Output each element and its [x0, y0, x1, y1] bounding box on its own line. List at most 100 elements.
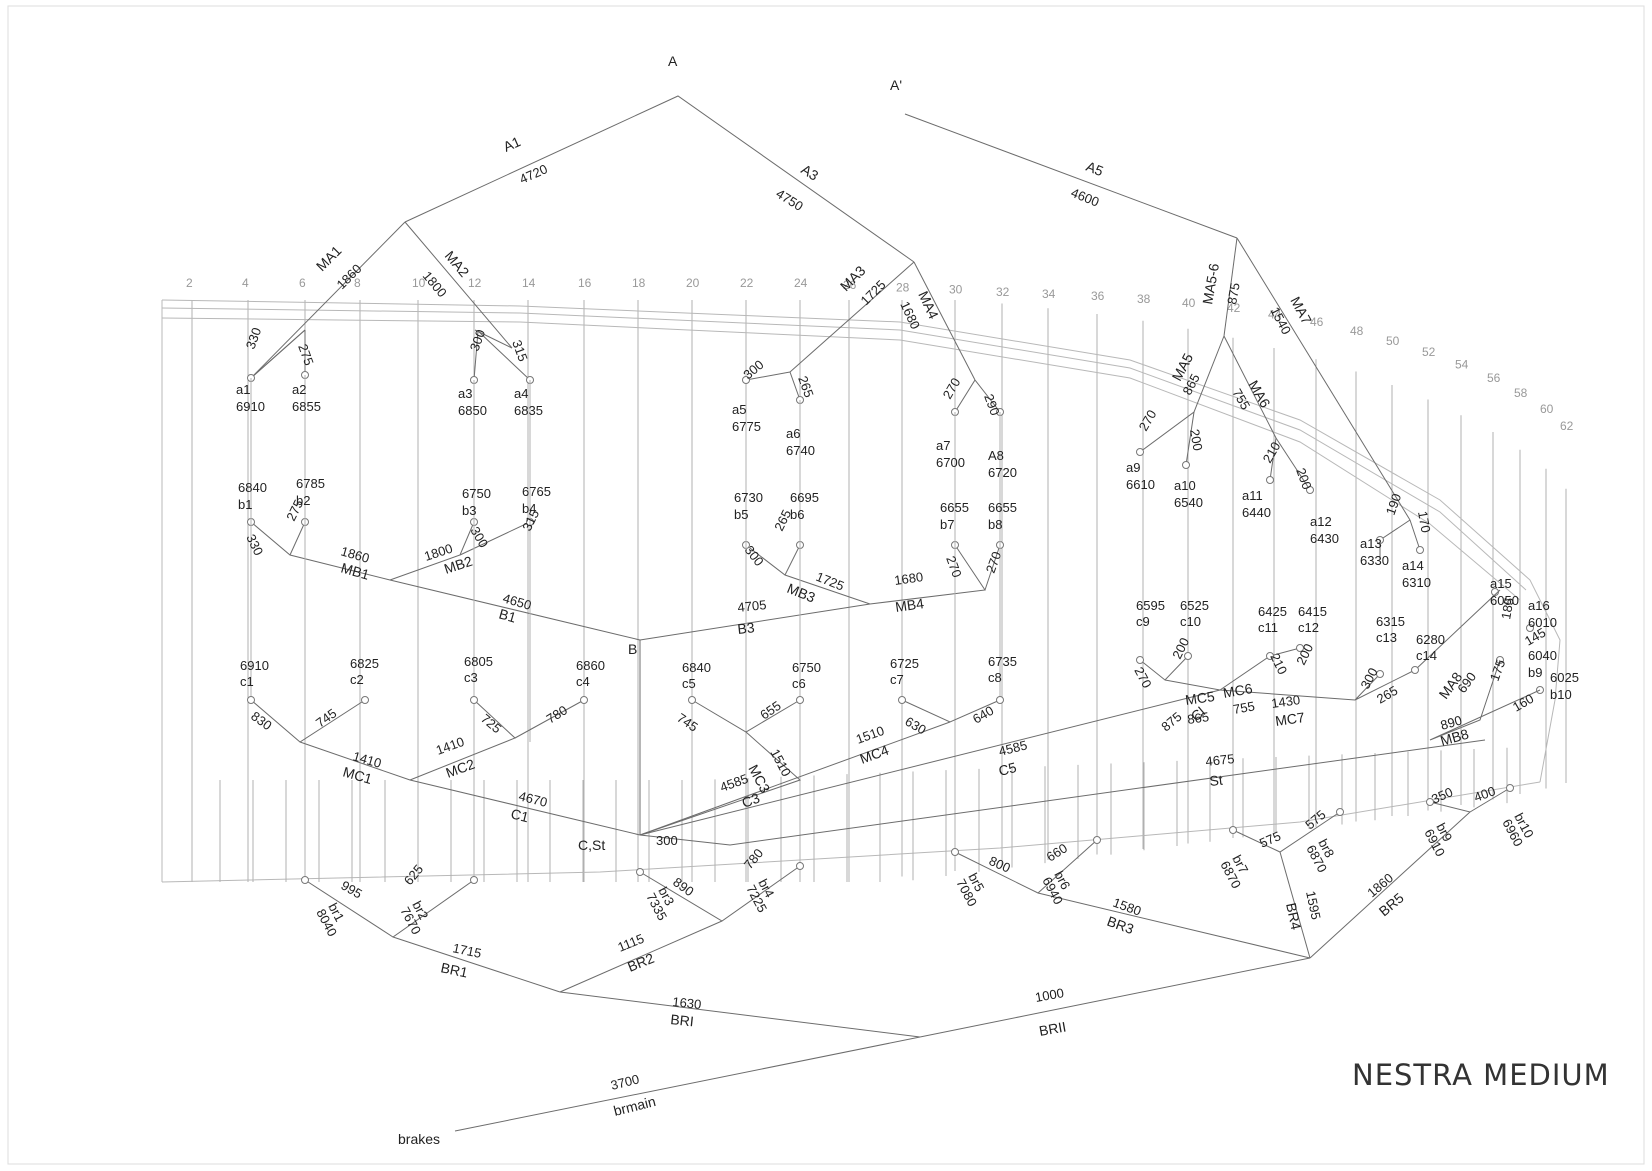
- node-b-value: 6655: [988, 500, 1017, 515]
- segment-value-B3: 4705: [737, 597, 767, 615]
- node-a-id: a15: [1490, 576, 1512, 591]
- rope-BRII: [919, 957, 1311, 1038]
- rope-brmain: [454, 1036, 921, 1132]
- node-c9: [1136, 656, 1144, 664]
- node-c3: [470, 696, 478, 704]
- rope: [984, 544, 1001, 591]
- branch-length: 270: [940, 375, 964, 401]
- branch-length: 185: [1498, 597, 1517, 621]
- node-a-id: a12: [1310, 514, 1332, 529]
- node-c-id: c7: [890, 672, 904, 687]
- sail-edge: [161, 317, 1521, 601]
- segment-name-MB1: MB1: [339, 560, 371, 583]
- branch-length: 640: [970, 703, 996, 727]
- branch-length: 270: [1136, 407, 1160, 433]
- node-b-value: 6040: [1528, 648, 1557, 663]
- branch-length: 265: [795, 374, 817, 400]
- segment-name-A1: A1: [501, 133, 523, 155]
- node-a-value: 6775: [732, 419, 761, 434]
- node-b-value: 6695: [790, 490, 819, 505]
- branch-length: 200: [1293, 641, 1316, 667]
- node-c-value: 6825: [350, 656, 379, 671]
- segment-name-MA5-6: MA5-6: [1199, 262, 1222, 306]
- node-a-value: 6540: [1174, 495, 1203, 510]
- node-b-id: b7: [940, 517, 954, 532]
- node-c11: [1266, 652, 1274, 660]
- node-a10: [1182, 461, 1190, 469]
- rope-BRI: [559, 991, 921, 1038]
- rope-MC4: [639, 721, 951, 836]
- node-a-value: 6430: [1310, 531, 1339, 546]
- station-number: 20: [686, 276, 700, 290]
- station-number: 6: [299, 276, 306, 290]
- segment-value-MB4: 1680: [893, 569, 924, 588]
- node-a-value: 6910: [236, 399, 265, 414]
- node-a11: [1266, 476, 1274, 484]
- station-number: 28: [896, 280, 910, 294]
- segment-name-BRII: BRII: [1038, 1018, 1068, 1038]
- station-number: 34: [1042, 287, 1056, 301]
- node-b-id: b1: [238, 497, 252, 512]
- branch-length: 190: [1383, 492, 1405, 518]
- node-c12: [1296, 644, 1304, 652]
- station-number: 56: [1487, 371, 1501, 385]
- rope-MA5-6: [1223, 237, 1238, 337]
- segment-value-BRII: 1000: [1034, 985, 1065, 1005]
- branch-length: 625: [401, 862, 426, 888]
- node-c-id: c2: [350, 672, 364, 687]
- station-number: 38: [1137, 292, 1151, 306]
- node-a-id: a6: [786, 426, 800, 441]
- node-c4: [580, 696, 588, 704]
- segment-name-C5: C5: [997, 759, 1018, 779]
- node-c7: [898, 696, 906, 704]
- segment-name-MC7: MC7: [1274, 709, 1306, 729]
- node-c-id: c3: [464, 670, 478, 685]
- node-c-value: 6860: [576, 658, 605, 673]
- rope-MB8: [1429, 659, 1541, 741]
- node-a-id: a2: [292, 382, 306, 397]
- node-c-value: 6735: [988, 654, 1017, 669]
- node-c1: [247, 696, 255, 704]
- segment-value-A5: 4600: [1069, 185, 1101, 210]
- station-number: 54: [1455, 358, 1469, 372]
- rope-network: [247, 95, 1544, 1132]
- branch-length: 330: [243, 326, 265, 352]
- rope: [1409, 519, 1421, 551]
- segment-value-MB8: 890: [1439, 712, 1464, 732]
- branch-length: 175: [1487, 658, 1509, 684]
- node-b-value: 6025: [1550, 670, 1579, 685]
- segment-value-MC5: 865: [1186, 709, 1210, 727]
- station-number: 30: [949, 283, 963, 297]
- rope-MC3: [639, 731, 801, 836]
- node-a-id: a11: [1242, 488, 1263, 503]
- rope-MA7: [1236, 237, 1411, 521]
- rope-St: [639, 739, 1486, 846]
- station-number: 58: [1514, 386, 1528, 400]
- branch-length: 830: [248, 708, 274, 733]
- branch-length: 200: [1293, 466, 1315, 492]
- node-c-value: 6910: [240, 658, 269, 673]
- node-c-value: 6750: [792, 660, 821, 675]
- rope-MC5-6: [1164, 647, 1301, 691]
- rope: [459, 521, 531, 556]
- node-a-id: a1: [236, 382, 250, 397]
- station-number: 32: [996, 285, 1010, 299]
- node-a-value: 6050: [1490, 593, 1519, 608]
- segment-value-MC3: 1510: [767, 746, 794, 779]
- segment-name-MC6: MC6: [1222, 680, 1254, 701]
- branch-length: 350: [1429, 784, 1455, 807]
- station-number: 36: [1091, 289, 1105, 303]
- rope: [289, 521, 306, 556]
- node-br3: [636, 868, 644, 876]
- branch-length: 330: [243, 532, 266, 558]
- node-a12: [1306, 486, 1314, 494]
- node-label-brakes: brakes: [398, 1131, 440, 1147]
- node-label-C-St: C,St: [578, 837, 605, 853]
- rope-MB3: [639, 544, 871, 641]
- segment-name-BR2: BR2: [625, 950, 656, 975]
- node-a-id: a3: [458, 386, 472, 401]
- segment-name-MA1: MA1: [313, 242, 345, 274]
- node-a-value: 6855: [292, 399, 321, 414]
- node-a-id: a9: [1126, 460, 1140, 475]
